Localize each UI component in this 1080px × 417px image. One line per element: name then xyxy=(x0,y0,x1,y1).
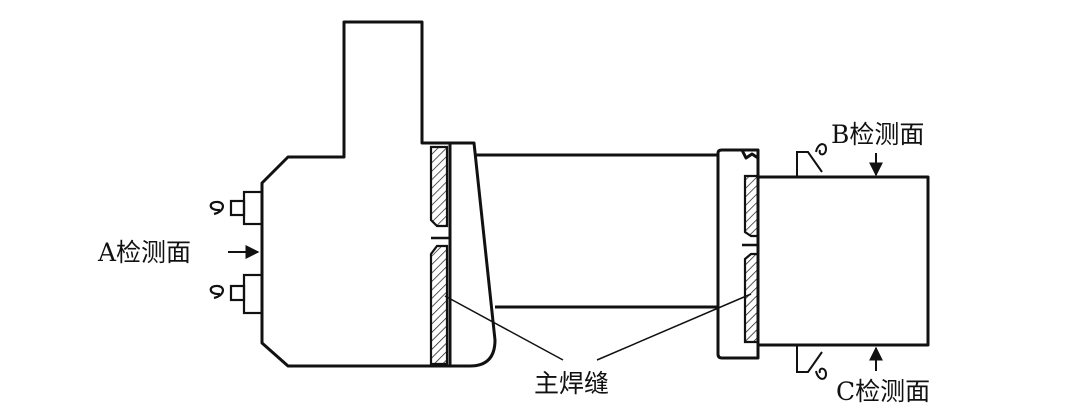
right-flange-plate xyxy=(716,148,760,360)
weld-leader-right xyxy=(596,293,752,361)
label-surface-a: A检测面 xyxy=(97,238,191,267)
left-flange-plate xyxy=(448,141,497,368)
transducer-c xyxy=(796,345,828,380)
label-main-weld: 主焊缝 xyxy=(534,369,609,398)
transducer-b xyxy=(796,143,828,177)
right-weld-upper xyxy=(743,174,760,238)
weld-leader-left xyxy=(444,295,564,361)
left-weld-lower xyxy=(429,244,449,366)
right-cylinder xyxy=(756,175,930,347)
left-weld-upper xyxy=(429,145,449,228)
transducer-lower xyxy=(209,273,264,315)
left-housing xyxy=(260,20,452,368)
right-weld-lower xyxy=(743,252,760,344)
label-surface-c: C检测面 xyxy=(836,377,930,406)
right-flange-lip xyxy=(740,149,759,160)
transducer-upper xyxy=(209,190,264,226)
label-surface-b: B检测面 xyxy=(831,120,924,149)
